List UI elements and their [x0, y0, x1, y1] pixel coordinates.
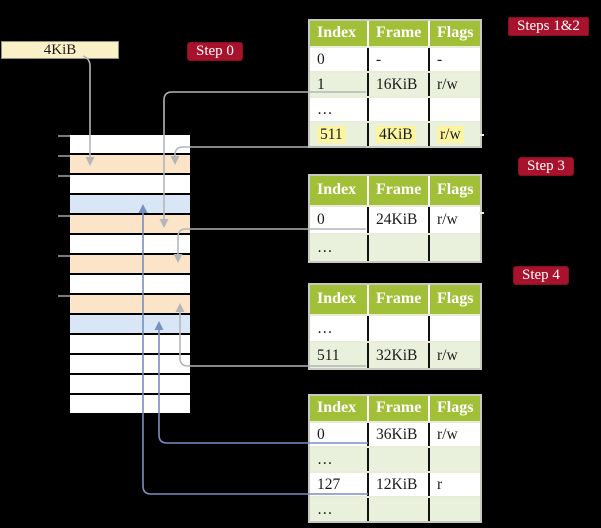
tick-mark [58, 295, 70, 297]
memory-frame-row-8-white [70, 275, 190, 293]
column-header: Frame [367, 396, 428, 421]
table-cell: 32KiB [367, 343, 428, 368]
tick-mark [58, 255, 70, 257]
table-cell [367, 235, 428, 261]
table-cell: … [317, 101, 333, 118]
memory-frame-row-6-white [70, 235, 190, 253]
table-cell [428, 98, 480, 121]
arrow-t1r511-to-frame2 [174, 146, 366, 156]
table-cell: 127 [317, 476, 341, 493]
table-row: … [310, 233, 480, 261]
table-cell: … [317, 501, 333, 518]
table-cell [367, 448, 428, 471]
memory-frame-row-2-peach [70, 155, 190, 173]
steps1and2-badge: Steps 1&2 [508, 17, 589, 36]
memory-frame-row-9-peach [70, 295, 190, 313]
tick-mark [58, 155, 70, 157]
table-cell: … [317, 239, 333, 256]
tick-mark [58, 215, 70, 217]
step3-badge: Step 3 [518, 157, 574, 176]
highlighted-value: 4KiB [376, 126, 416, 143]
table-row: … [310, 314, 480, 341]
memory-frame-row-12-white [70, 355, 190, 373]
table-cell: r/w [428, 343, 480, 368]
step0-badge: Step 0 [187, 42, 243, 61]
table-cell: r/w [428, 123, 480, 146]
table-cell: r/w [428, 73, 480, 96]
table-cell: - [367, 48, 428, 71]
table-cell: 0 [317, 426, 325, 443]
highlighted-value: r/w [437, 126, 464, 143]
table-row: 0 -- [310, 46, 480, 71]
table-cell: 24KiB [367, 207, 428, 233]
column-header: Flags [428, 21, 480, 46]
highlighted-value: 511 [317, 126, 346, 143]
memory-frame-row-5-peach [70, 215, 190, 233]
column-header: Index [317, 399, 357, 416]
table-cell [428, 498, 480, 521]
column-header: Flags [428, 285, 480, 314]
column-header: Frame [367, 176, 428, 205]
table-cell: 0 [317, 211, 325, 228]
memory-frame-row-3-white [70, 175, 190, 193]
table-cell: 4KiB [367, 123, 428, 146]
table-cell: 0 [317, 51, 325, 68]
memory-stack [58, 135, 190, 415]
memory-frame-row-14-white [70, 395, 190, 413]
memory-frame-row-13-white [70, 375, 190, 393]
column-header: Frame [367, 21, 428, 46]
table-row: … [310, 96, 480, 121]
column-header: Frame [367, 285, 428, 314]
memory-frame-row-1-white [70, 135, 190, 153]
table-cell: r [428, 473, 480, 496]
memory-frame-row-4-blue [70, 195, 190, 213]
table-cell: 1 [317, 76, 325, 93]
column-header: Index [317, 290, 357, 307]
table-cell [367, 316, 428, 341]
step4-badge: Step 4 [513, 266, 569, 285]
table-cell: 511 [310, 123, 367, 146]
table-cell: r/w [428, 423, 480, 446]
tick-mark [58, 135, 70, 137]
table-row: … [310, 496, 480, 521]
column-header: Flags [428, 396, 480, 421]
table-cell [428, 316, 480, 341]
table-cell [428, 448, 480, 471]
frame-size-box: 4KiB [1, 41, 119, 59]
table-row: … [310, 446, 480, 471]
column-header: Index [317, 24, 357, 41]
tick-mark [58, 175, 70, 177]
table-cell: - [428, 48, 480, 71]
column-header: Index [317, 181, 357, 198]
table-cell: … [317, 320, 333, 337]
table-cell [367, 98, 428, 121]
memory-frame-row-11-white [70, 335, 190, 353]
table-cell: … [317, 451, 333, 468]
table-cell: 12KiB [367, 473, 428, 496]
table-cell: 16KiB [367, 73, 428, 96]
table-cell: 36KiB [367, 423, 428, 446]
table-row: 511 4KiB r/w [310, 121, 480, 146]
table-cell [367, 498, 428, 521]
memory-frame-row-7-peach [70, 255, 190, 273]
table-cell: r/w [428, 207, 480, 233]
table-cell: 511 [317, 347, 340, 364]
memory-frame-row-10-blue [70, 315, 190, 333]
column-header: Flags [428, 176, 480, 205]
table-cell [428, 235, 480, 261]
